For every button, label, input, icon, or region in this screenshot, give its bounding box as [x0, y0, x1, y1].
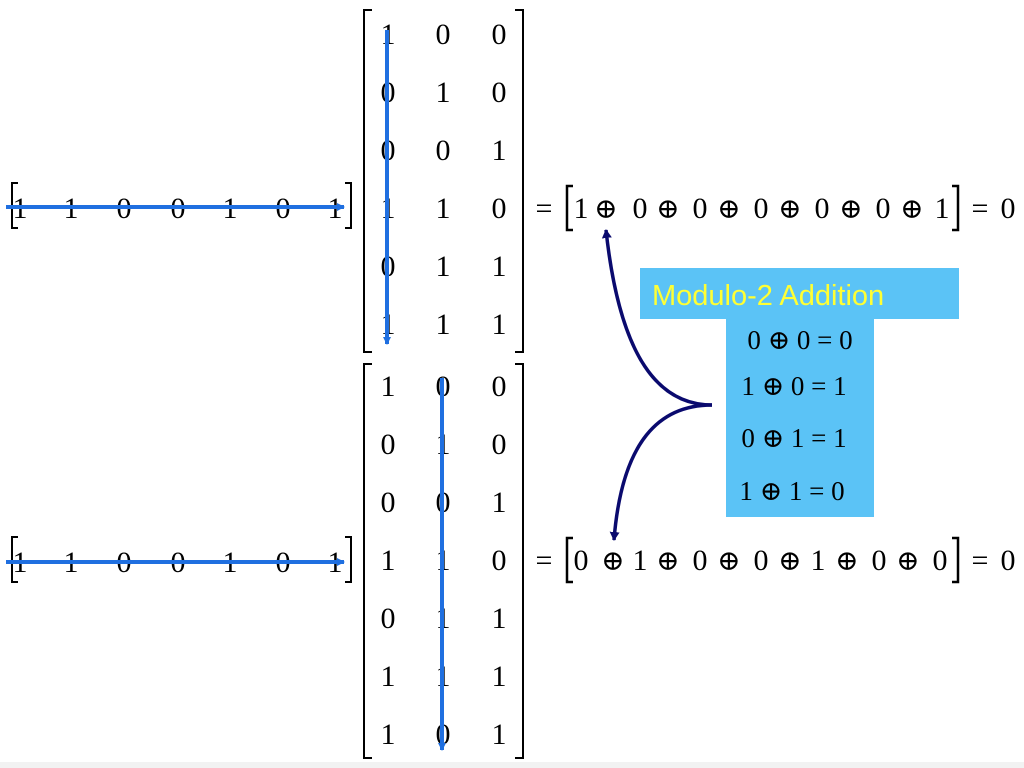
top-matrix-cell: 0	[436, 134, 451, 167]
bottom-term: 0	[872, 544, 887, 577]
top-matrix-cell: 1	[436, 250, 451, 283]
top-expression: = 1 ⊕ 0 ⊕ 0 ⊕ 0 ⊕ 0 ⊕ 0 ⊕ 1 = 0	[536, 184, 1016, 232]
legend-title-box	[640, 268, 959, 319]
bottom-xor-op: ⊕	[896, 546, 919, 577]
bottom-matrix-cell: 0	[492, 428, 507, 461]
top-xor-op: ⊕	[594, 194, 617, 225]
bottom-row-vector: 1 1 0 0 1 0 1	[11, 536, 352, 583]
top-matrix-cell: 0	[492, 192, 507, 225]
top-matrix-right-bracket	[515, 9, 524, 353]
modulo2-legend: Modulo-2 Addition 0 ⊕ 0 = 0 1 ⊕ 0 = 1 0 …	[640, 268, 959, 517]
legend-rule: 0 ⊕ 1 = 1	[741, 423, 846, 453]
top-term: 1	[574, 192, 589, 225]
bottom-row-right-bracket	[345, 536, 352, 583]
bottom-term: 1	[633, 544, 648, 577]
top-matrix-cell: 0	[492, 76, 507, 109]
bottom-term: 0	[574, 544, 589, 577]
legend-rules-box	[726, 319, 874, 517]
top-matrix-left-bracket	[363, 9, 372, 353]
top-matrix-cell: 0	[436, 18, 451, 51]
legend-title: Modulo-2 Addition	[652, 280, 884, 312]
top-xor-op: ⊕	[839, 194, 862, 225]
bottom-matrix-cell: 1	[381, 370, 396, 403]
top-matrix-cell: 1	[436, 308, 451, 341]
top-expr-right-bracket	[952, 184, 960, 232]
top-term: 0	[815, 192, 830, 225]
bottom-matrix-left-bracket	[363, 363, 372, 759]
legend-to-top-arrow	[601, 229, 713, 407]
bottom-matrix-cell: 0	[492, 544, 507, 577]
top-equation: 1 1 0 0 1 0 1 1 0 0 0 1 0 0 0 1	[6, 9, 1016, 353]
top-xor-op: ⊕	[717, 194, 740, 225]
top-term: 0	[754, 192, 769, 225]
top-term: 0	[876, 192, 891, 225]
top-xor-op: ⊕	[778, 194, 801, 225]
bottom-matrix-cell: 1	[381, 660, 396, 693]
top-matrix-cell: 1	[436, 76, 451, 109]
bottom-matrix-cell: 1	[492, 718, 507, 751]
top-term: 0	[693, 192, 708, 225]
bottom-xor-op: ⊕	[656, 546, 679, 577]
top-xor-op: ⊕	[656, 194, 679, 225]
top-term: 0	[633, 192, 648, 225]
top-matrix-cell: 1	[492, 250, 507, 283]
bottom-equation: 1 1 0 0 1 0 1 1 0 0 0 1 0 0 0 1 1	[6, 363, 1016, 759]
top-xor-op: ⊕	[900, 194, 923, 225]
top-expr-left-bracket	[565, 184, 573, 232]
bottom-result: 0	[1001, 544, 1016, 577]
bottom-matrix-cell: 0	[381, 602, 396, 635]
top-equals-sign: =	[536, 192, 553, 225]
bottom-row-left-bracket	[11, 536, 18, 583]
bottom-xor-op: ⊕	[601, 546, 624, 577]
top-matrix-cell: 1	[492, 134, 507, 167]
top-matrix-cell: 1	[436, 192, 451, 225]
top-matrix: 1 0 0 0 1 0 0 0 1 1 1 0 0 1 1 1 1 1	[363, 9, 524, 353]
top-matrix-cell: 0	[492, 18, 507, 51]
bottom-term: 0	[693, 544, 708, 577]
top-row-right-bracket	[345, 182, 352, 229]
bottom-matrix: 1 0 0 0 1 0 0 0 1 1 1 0 0 1 1 1 1 1 1 0	[363, 363, 524, 759]
bottom-matrix-cell: 1	[492, 602, 507, 635]
legend-rule: 1 ⊕ 0 = 1	[741, 371, 846, 401]
top-result: 0	[1001, 192, 1016, 225]
legend-to-bottom-arrow	[609, 403, 713, 541]
bottom-term: 1	[811, 544, 826, 577]
bottom-matrix-cell: 0	[381, 428, 396, 461]
bottom-matrix-cell: 1	[492, 486, 507, 519]
bottom-matrix-cell: 0	[492, 370, 507, 403]
bottom-term: 0	[933, 544, 948, 577]
bottom-equals-sign: =	[536, 544, 553, 577]
top-term: 1	[935, 192, 950, 225]
bottom-xor-op: ⊕	[778, 546, 801, 577]
top-matrix-cell: 1	[492, 308, 507, 341]
bottom-matrix-right-bracket	[515, 363, 524, 759]
bottom-matrix-cell: 1	[492, 660, 507, 693]
legend-rule: 0 ⊕ 0 = 0	[747, 325, 852, 355]
bottom-xor-op: ⊕	[835, 546, 858, 577]
bottom-strip	[0, 762, 1024, 768]
bottom-matrix-cell: 0	[381, 486, 396, 519]
top-result-equals: =	[972, 192, 989, 225]
bottom-matrix-cell: 1	[381, 718, 396, 751]
bottom-expression: = 0 ⊕ 1 ⊕ 0 ⊕ 0 ⊕ 1 ⊕ 0 ⊕ 0 = 0	[536, 536, 1016, 584]
bottom-xor-op: ⊕	[717, 546, 740, 577]
bottom-expr-right-bracket	[952, 536, 960, 584]
bottom-expr-left-bracket	[565, 536, 573, 584]
legend-rule: 1 ⊕ 1 = 0	[739, 476, 844, 506]
bottom-term: 0	[754, 544, 769, 577]
bottom-result-equals: =	[972, 544, 989, 577]
bottom-matrix-cell: 1	[381, 544, 396, 577]
